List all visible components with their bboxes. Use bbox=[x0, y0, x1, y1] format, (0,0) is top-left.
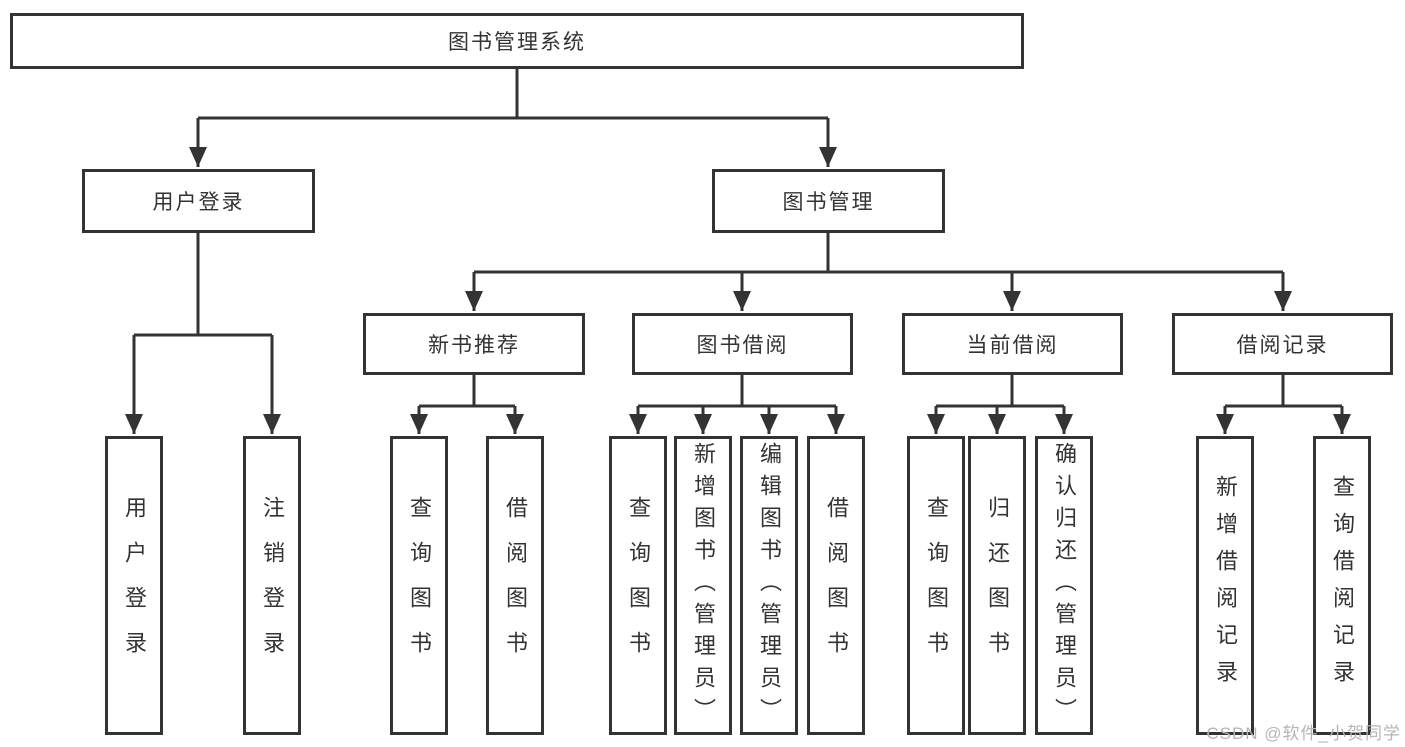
diagram-node-book-borrow: 图书借阅 bbox=[632, 313, 853, 375]
diagram-node-user-login-leaf: 用户登录 bbox=[105, 436, 163, 735]
diagram-node-add-book-admin: 新增图书（管理员） bbox=[674, 436, 732, 735]
node-label: 图书管理 bbox=[782, 191, 875, 214]
diagram-node-edit-book-admin: 编辑图书（管理员） bbox=[740, 436, 798, 735]
csdn-watermark: CSDN @软件_小贺同学 bbox=[1206, 724, 1401, 743]
node-label: 新增图书（管理员） bbox=[691, 441, 716, 730]
node-label: 当前借阅 bbox=[966, 334, 1059, 357]
arrowheads bbox=[125, 414, 281, 434]
node-label: 图书借阅 bbox=[696, 334, 789, 357]
connector-borrow-record-group bbox=[1216, 375, 1351, 434]
node-label: 查询图书 bbox=[626, 495, 651, 676]
connector-root-to-level2 bbox=[189, 69, 837, 167]
diagram-node-current-borrow: 当前借阅 bbox=[902, 313, 1123, 375]
diagram-node-confirm-return-admin: 确认归还（管理员） bbox=[1035, 436, 1093, 735]
node-label: 新书推荐 bbox=[428, 334, 520, 357]
node-label: 借阅图书 bbox=[824, 495, 849, 676]
node-label: 借阅记录 bbox=[1236, 334, 1329, 357]
node-label: 归还图书 bbox=[985, 495, 1010, 676]
diagram-node-borrow-books-1: 借阅图书 bbox=[486, 436, 544, 735]
node-label: 用户登录 bbox=[152, 191, 245, 214]
connector-user-login-group bbox=[125, 233, 281, 434]
diagram-node-query-books-2: 查询图书 bbox=[609, 436, 667, 735]
connector-current-borrow-group bbox=[927, 375, 1073, 434]
connector-book-management-group bbox=[465, 233, 1292, 311]
arrowheads bbox=[927, 414, 1073, 434]
diagram-node-query-books-1: 查询图书 bbox=[390, 436, 448, 735]
node-label: 确认归还（管理员） bbox=[1052, 441, 1077, 730]
node-label: 查询图书 bbox=[924, 495, 949, 676]
diagram-node-book-management: 图书管理 bbox=[712, 169, 945, 233]
arrowheads bbox=[1216, 414, 1351, 434]
node-label: 注销登录 bbox=[260, 495, 285, 676]
diagram-node-borrow-books-2: 借阅图书 bbox=[807, 436, 865, 735]
diagram-node-user-login: 用户登录 bbox=[82, 169, 315, 233]
node-label: 借阅图书 bbox=[503, 495, 528, 676]
node-label: 编辑图书（管理员） bbox=[757, 441, 782, 730]
connector-new-book-group bbox=[410, 375, 524, 434]
node-label: 图书管理系统 bbox=[448, 31, 586, 54]
connector-book-borrow-group bbox=[629, 375, 845, 434]
diagram-node-borrow-record: 借阅记录 bbox=[1172, 313, 1393, 375]
diagram-node-return-book: 归还图书 bbox=[968, 436, 1026, 735]
arrowheads bbox=[465, 291, 1292, 311]
diagram-node-logout: 注销登录 bbox=[243, 436, 301, 735]
diagram-node-new-book-recommend: 新书推荐 bbox=[363, 313, 585, 375]
diagram-node-add-borrow-record: 新增借阅记录 bbox=[1196, 436, 1254, 735]
node-label: 新增借阅记录 bbox=[1213, 474, 1238, 697]
diagram-node-query-borrow-record: 查询借阅记录 bbox=[1313, 436, 1371, 735]
diagram-node-system-root: 图书管理系统 bbox=[10, 13, 1024, 69]
arrowheads bbox=[629, 414, 845, 434]
arrowheads bbox=[410, 414, 524, 434]
node-label: 查询借阅记录 bbox=[1330, 474, 1355, 697]
node-label: 用户登录 bbox=[122, 495, 147, 676]
node-label: 查询图书 bbox=[407, 495, 432, 676]
arrowheads bbox=[189, 147, 837, 167]
diagram-node-query-books-3: 查询图书 bbox=[907, 436, 965, 735]
